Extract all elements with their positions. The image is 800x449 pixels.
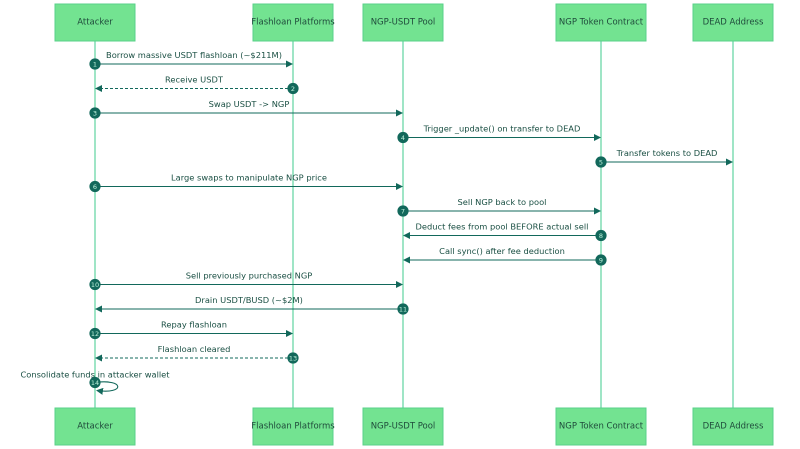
sequence-number-badge: 3 xyxy=(89,107,101,119)
message-label: Swap USDT -> NGP xyxy=(209,99,290,109)
message-arrow xyxy=(94,381,119,395)
actor-label-token: NGP Token Contract xyxy=(559,422,644,432)
actor-label-flashloan: Flashloan Platforms xyxy=(251,422,335,432)
actor-box-dead-bottom: DEAD Address xyxy=(692,407,774,446)
message-label: Call sync() after fee deduction xyxy=(439,246,565,256)
sequence-number-badge: 2 xyxy=(287,82,299,95)
message-label: Sell previously purchased NGP xyxy=(186,271,313,281)
actor-box-pool-bottom: NGP-USDT Pool xyxy=(362,407,444,446)
sequence-number-badge: 8 xyxy=(595,229,607,242)
message-label: Deduct fees from pool BEFORE actual sell xyxy=(416,222,589,232)
actor-box-dead-top: DEAD Address xyxy=(692,3,774,42)
sequence-number: 4 xyxy=(401,134,405,142)
message-9: Call sync() after fee deduction 9 xyxy=(403,246,607,266)
message-label: Receive USDT xyxy=(165,75,224,85)
sequence-number: 11 xyxy=(399,305,407,313)
message-label: Repay flashloan xyxy=(161,320,227,330)
message-label: Flashloan cleared xyxy=(158,344,231,354)
sequence-number-badge: 10 xyxy=(89,278,101,291)
message-4: Trigger _update() on transfer to DEAD 4 xyxy=(397,124,601,144)
sequence-number: 6 xyxy=(93,183,97,191)
actor-box-pool-top: NGP-USDT Pool xyxy=(362,3,444,42)
message-11: Drain USDT/BUSD (~$2M) 11 xyxy=(95,295,409,315)
sequence-number-badge: 5 xyxy=(595,156,607,168)
sequence-number: 12 xyxy=(91,330,99,338)
actor-box-attacker-bottom: Attacker xyxy=(54,407,136,446)
actor-box-flashloan-bottom: Flashloan Platforms xyxy=(251,407,335,446)
message-5: Transfer tokens to DEAD 5 xyxy=(595,148,733,168)
actor-label-dead: DEAD Address xyxy=(703,422,764,432)
sequence-number: 13 xyxy=(289,354,297,362)
sequence-number: 2 xyxy=(291,85,295,93)
message-label: Trigger _update() on transfer to DEAD xyxy=(423,124,581,134)
sequence-number-badge: 7 xyxy=(397,205,409,217)
message-12: Repay flashloan 12 xyxy=(89,320,293,340)
sequence-number: 7 xyxy=(401,207,405,215)
sequence-number-badge: 4 xyxy=(397,131,409,144)
actor-label-pool: NGP-USDT Pool xyxy=(371,422,436,432)
sequence-number-badge: 9 xyxy=(595,254,607,266)
message-label: Borrow massive USDT flashloan (~$211M) xyxy=(106,50,282,60)
sequence-number-badge: 1 xyxy=(89,58,101,70)
message-label: Drain USDT/BUSD (~$2M) xyxy=(195,295,303,305)
actor-box-flashloan-top: Flashloan Platforms xyxy=(251,3,335,42)
message-1: Borrow massive USDT flashloan (~$211M) 1 xyxy=(89,50,293,70)
sequence-number: 5 xyxy=(599,158,603,166)
message-10: Sell previously purchased NGP 10 xyxy=(89,271,403,291)
message-label: Large swaps to manipulate NGP price xyxy=(171,173,327,183)
sequence-number: 10 xyxy=(91,281,99,289)
sequence-number: 9 xyxy=(599,256,603,264)
message-3: Swap USDT -> NGP 3 xyxy=(89,99,403,119)
sequence-number-badge: 6 xyxy=(89,180,101,193)
message-8: Deduct fees from pool BEFORE actual sell… xyxy=(403,222,607,242)
message-7: Sell NGP back to pool 7 xyxy=(397,197,601,217)
sequence-number-badge: 12 xyxy=(89,327,101,340)
message-2: Receive USDT 2 xyxy=(95,75,299,95)
sequence-number: 3 xyxy=(93,109,97,117)
sequence-number-badge: 13 xyxy=(287,352,299,364)
sequence-number-badge: 11 xyxy=(397,303,409,315)
actor-box-attacker-top: Attacker xyxy=(54,3,136,42)
actor-label-attacker: Attacker xyxy=(77,422,113,432)
actor-box-token-bottom: NGP Token Contract xyxy=(555,407,647,446)
actor-label-token: NGP Token Contract xyxy=(559,18,644,28)
message-label: Sell NGP back to pool xyxy=(458,197,547,207)
sequence-number: 1 xyxy=(93,60,97,68)
sequence-number-badge: 14 xyxy=(89,376,101,389)
actor-label-dead: DEAD Address xyxy=(703,18,764,28)
sequence-number: 14 xyxy=(91,379,99,387)
actor-label-attacker: Attacker xyxy=(77,18,113,28)
message-6: Large swaps to manipulate NGP price 6 xyxy=(89,173,403,193)
message-13: Flashloan cleared 13 xyxy=(95,344,299,364)
message-label: Transfer tokens to DEAD xyxy=(616,148,718,158)
sequence-number: 8 xyxy=(599,232,603,240)
actor-box-token-top: NGP Token Contract xyxy=(555,3,647,42)
actor-label-pool: NGP-USDT Pool xyxy=(371,18,436,28)
message-label: Consolidate funds in attacker wallet xyxy=(20,370,170,380)
actor-label-flashloan: Flashloan Platforms xyxy=(251,18,335,28)
